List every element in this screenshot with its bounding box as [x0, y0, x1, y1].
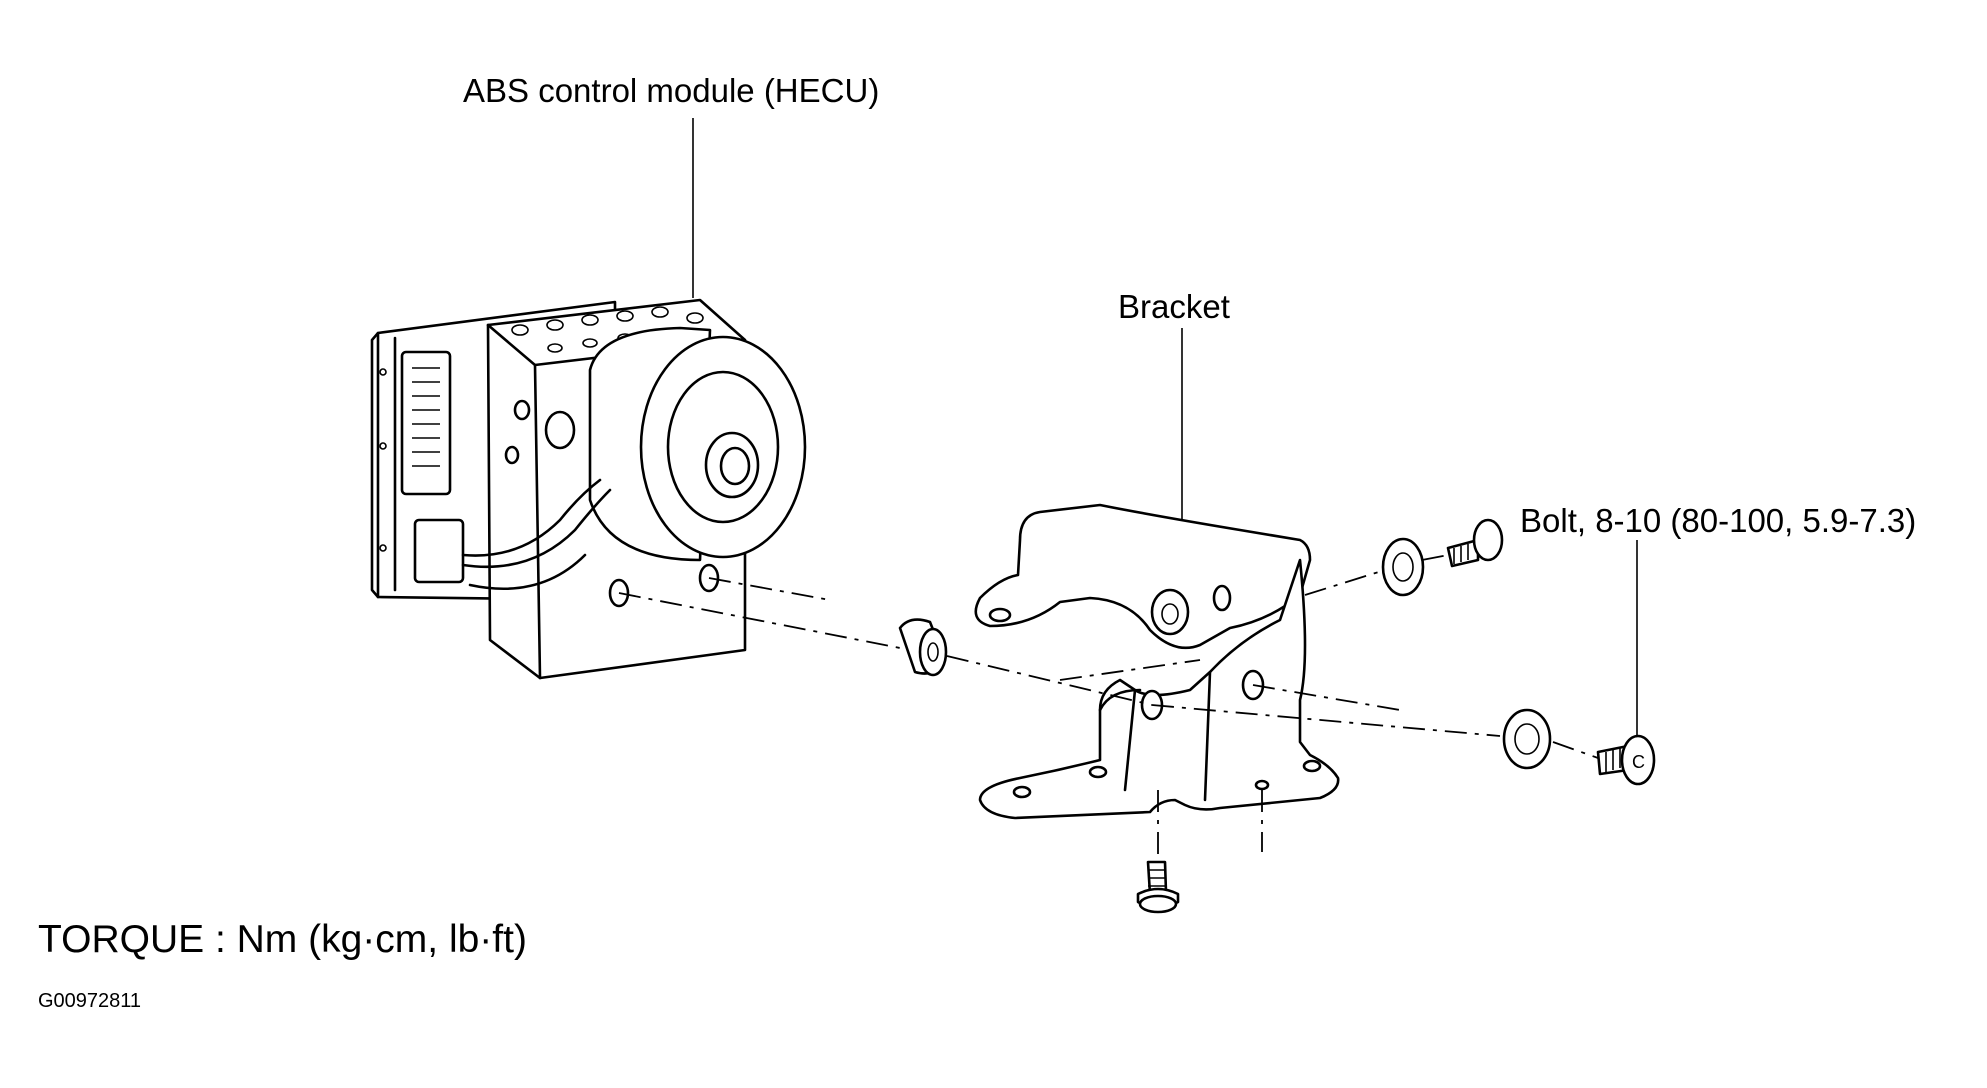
bracket-label: Bracket — [1118, 288, 1230, 325]
bolt-upper — [1446, 518, 1504, 568]
bolt-bottom — [1136, 860, 1180, 914]
bracket — [974, 503, 1340, 820]
assembly-lines — [618, 554, 1599, 862]
bolts: C — [1136, 518, 1656, 914]
bolt-label: Bolt, 8-10 (80-100, 5.9-7.3) — [1520, 502, 1917, 539]
washers — [1381, 537, 1552, 770]
bolt-mark: C — [1632, 752, 1645, 772]
figure-id: G00972811 — [38, 990, 142, 1012]
module-label: ABS control module (HECU) — [463, 72, 880, 109]
bolt-lower-right: C — [1596, 734, 1656, 786]
abs-control-module — [370, 298, 807, 680]
grommet — [898, 618, 948, 677]
leader-lines — [692, 118, 1638, 735]
torque-note: TORQUE : Nm (kg·cm, lb·ft) — [38, 918, 527, 961]
